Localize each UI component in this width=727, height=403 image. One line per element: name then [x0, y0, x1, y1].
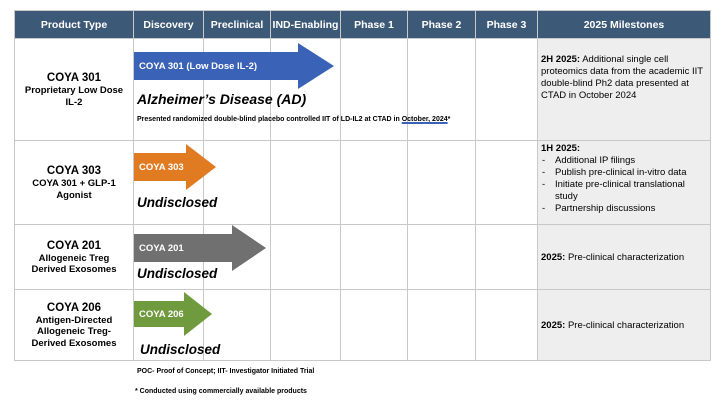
product-code: COYA 301	[46, 72, 102, 84]
product-cell-coya-201: COYA 201 Allogeneic Treg Derived Exosome…	[15, 225, 134, 290]
note-link[interactable]: October, 2024	[401, 116, 448, 123]
header-2025-milestones: 2025 Milestones	[538, 11, 711, 39]
arrow-body	[134, 301, 184, 327]
footnote-asterisk: * Conducted using commercially available…	[135, 388, 307, 395]
product-code: COYA 206	[46, 301, 102, 314]
product-description: COYA 301 + GLP-1 Agonist	[32, 178, 116, 201]
milestone-coya-303: 1H 2025: Additional IP filings Publish p…	[538, 141, 711, 225]
arrow-label: COYA 303	[139, 161, 184, 173]
header-phase-2: Phase 2	[408, 11, 476, 39]
milestone-coya-301: 2H 2025: Additional single cell proteomi…	[538, 39, 711, 141]
arrow-head	[232, 225, 266, 271]
arrow-label: COYA 206	[139, 308, 184, 320]
note-asterisk: *	[447, 116, 451, 123]
arrow-head	[298, 43, 334, 89]
product-cell-coya-206: COYA 206 Antigen-Directed Allogeneic Tre…	[15, 290, 134, 361]
milestone-item: Publish pre-clinical in-vitro data	[541, 167, 707, 179]
header-ind-enabling: IND-Enabling	[271, 11, 341, 39]
header-preclinical: Preclinical	[204, 11, 271, 39]
header-product-type: Product Type	[15, 11, 134, 39]
indication-coya-303: Undisclosed	[137, 195, 218, 210]
footnote-abbreviations: POC- Proof of Concept; IIT- Investigator…	[137, 368, 315, 375]
note-text: Presented randomized double-blind placeb…	[137, 116, 402, 123]
milestone-coya-201: 2025: Pre-clinical characterization	[538, 225, 711, 290]
indication-coya-301: Alzheimer’s Disease (AD)	[137, 91, 307, 107]
milestone-period: 1H 2025:	[541, 143, 581, 154]
arrow-body	[134, 234, 232, 262]
product-code: COYA 303	[46, 165, 102, 177]
arrow-head	[186, 144, 216, 190]
progress-arrow-coya-201: COYA 201	[134, 225, 266, 271]
header-phase-3: Phase 3	[476, 11, 538, 39]
trial-note-coya-301: Presented randomized double-blind placeb…	[137, 116, 450, 123]
progress-arrow-coya-206: COYA 206	[134, 292, 212, 336]
milestone-text: Pre-clinical characterization	[565, 252, 685, 263]
product-description: Antigen-Directed Allogeneic Treg-Derived…	[31, 314, 117, 349]
milestone-period: 2025:	[541, 320, 566, 331]
milestone-text: Pre-clinical characterization	[565, 320, 685, 331]
arrow-body	[134, 153, 186, 181]
milestone-item: Partnership discussions	[541, 203, 707, 215]
milestone-period: 2H 2025:	[541, 54, 581, 65]
arrow-body	[134, 52, 298, 80]
product-description: Allogeneic Treg Derived Exosomes	[31, 252, 117, 276]
product-cell-coya-301: COYA 301 Proprietary Low Dose IL-2	[15, 39, 134, 141]
milestone-coya-206: 2025: Pre-clinical characterization	[538, 290, 711, 361]
header-discovery: Discovery	[134, 11, 204, 39]
arrow-label: COYA 201	[139, 242, 184, 254]
progress-arrow-coya-303: COYA 303	[134, 144, 216, 190]
milestone-item: Additional IP filings	[541, 155, 707, 167]
milestone-text: Additional single cell proteomics data f…	[541, 54, 703, 101]
indication-coya-206: Undisclosed	[140, 342, 221, 357]
milestone-item: Initiate pre-clinical translational stud…	[541, 179, 707, 203]
product-description: Proprietary Low Dose IL-2	[24, 85, 124, 108]
indication-coya-201: Undisclosed	[137, 266, 218, 281]
milestone-list: Additional IP filings Publish pre-clinic…	[541, 155, 707, 215]
product-cell-coya-303: COYA 303 COYA 301 + GLP-1 Agonist	[15, 141, 134, 225]
arrow-label: COYA 301 (Low Dose IL-2)	[139, 60, 258, 72]
progress-arrow-coya-301: COYA 301 (Low Dose IL-2)	[134, 43, 334, 89]
pipeline-table: Product Type Discovery Preclinical IND-E…	[14, 10, 711, 361]
header-phase-1: Phase 1	[341, 11, 408, 39]
product-code: COYA 201	[46, 239, 102, 252]
arrow-head	[184, 292, 212, 336]
milestone-period: 2025:	[541, 252, 566, 263]
